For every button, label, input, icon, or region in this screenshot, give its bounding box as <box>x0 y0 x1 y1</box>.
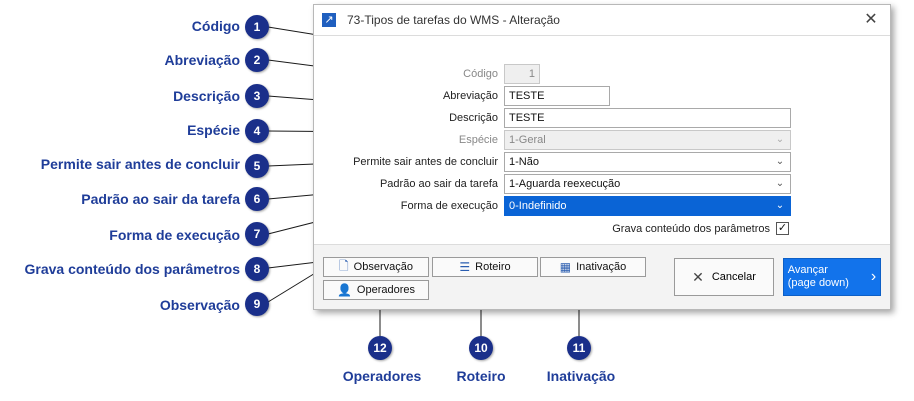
forma-select[interactable]: 0-Indefinido ⌄ <box>504 196 791 216</box>
callout-label-codigo: Código <box>191 18 240 34</box>
forma-label: Forma de execução <box>400 200 498 212</box>
dialog-title: 73-Tipos de tarefas do WMS - Alteração <box>347 13 560 27</box>
padrao-value: 1-Aguarda reexecução <box>509 178 621 190</box>
callout-badge-6: 6 <box>245 187 269 211</box>
observacao-button[interactable]: 🗋 Observação <box>323 257 429 277</box>
avancar-button[interactable]: Avançar (page down) › <box>783 258 881 296</box>
forma-value: 0-Indefinido <box>509 200 567 212</box>
calendar-icon: ▦ <box>559 260 572 274</box>
permite-value: 1-Não <box>509 156 539 168</box>
callout-label-especie: Espécie <box>187 122 240 138</box>
padrao-select[interactable]: 1-Aguarda reexecução ⌄ <box>504 174 791 194</box>
user-icon: 👤 <box>336 283 352 297</box>
inativacao-button[interactable]: ▦ Inativação <box>540 257 646 277</box>
close-icon[interactable]: ✕ <box>864 11 878 28</box>
form-area: Código 1 Abreviação TESTE Descrição TEST… <box>314 36 890 242</box>
especie-select[interactable]: 1-Geral ⌄ <box>504 130 791 150</box>
abreviacao-field[interactable]: TESTE <box>504 86 610 106</box>
arrow-icon: ↗ <box>322 13 336 27</box>
callout-label-roteiro: Roteiro <box>456 368 506 384</box>
descricao-field[interactable]: TESTE <box>504 108 791 128</box>
inativacao-button-label: Inativação <box>576 261 627 273</box>
dialog-footer: 🗋 Observação ☰ Roteiro ▦ Inativação 👤 Op… <box>314 244 890 309</box>
permite-label: Permite sair antes de concluir <box>353 156 498 168</box>
codigo-field[interactable]: 1 <box>504 64 540 84</box>
callout-badge-8: 8 <box>245 257 269 281</box>
callout-badge-9: 9 <box>245 292 269 316</box>
especie-value: 1-Geral <box>509 134 546 146</box>
callout-badge-2: 2 <box>245 48 269 72</box>
callout-label-permite: Permite sair antes de concluir <box>40 156 240 172</box>
descricao-label: Descrição <box>449 112 498 124</box>
permite-select[interactable]: 1-Não ⌄ <box>504 152 791 172</box>
callout-label-observacao: Observação <box>159 297 240 313</box>
dialog-titlebar: ↗ 73-Tipos de tarefas do WMS - Alteração… <box>314 5 890 36</box>
avancar-line2: (page down) <box>787 277 849 289</box>
cancelar-button[interactable]: ✕ Cancelar <box>674 258 774 296</box>
avancar-line1: Avançar <box>787 264 828 276</box>
document-icon: 🗋 <box>339 258 349 273</box>
chevron-down-icon: ⌄ <box>775 200 785 211</box>
callout-badge-10: 10 <box>469 336 493 360</box>
chevron-down-icon: ⌄ <box>775 134 785 145</box>
grava-checkbox[interactable]: ✓ <box>776 222 789 235</box>
callout-badge-5: 5 <box>245 154 269 178</box>
callout-badge-12: 12 <box>368 336 392 360</box>
codigo-label: Código <box>463 68 498 80</box>
callout-badge-3: 3 <box>245 84 269 108</box>
callout-label-inativacao: Inativação <box>546 368 616 384</box>
callout-badge-1: 1 <box>245 15 269 39</box>
list-icon: ☰ <box>459 260 471 274</box>
grava-label: Grava conteúdo dos parâmetros <box>612 223 770 235</box>
close-icon: ✕ <box>692 268 704 285</box>
chevron-down-icon: ⌄ <box>775 156 785 167</box>
callout-badge-4: 4 <box>245 119 269 143</box>
chevron-right-icon: › <box>870 268 877 285</box>
callout-badge-7: 7 <box>245 222 269 246</box>
callout-badge-11: 11 <box>567 336 591 360</box>
callout-label-descricao: Descrição <box>173 88 240 104</box>
roteiro-button-label: Roteiro <box>475 261 511 273</box>
callout-label-grava: Grava conteúdo dos parâmetros <box>24 261 240 277</box>
callout-label-abreviacao: Abreviação <box>164 52 240 68</box>
callout-label-padrao: Padrão ao sair da tarefa <box>81 191 240 207</box>
dialog-window: ↗ 73-Tipos de tarefas do WMS - Alteração… <box>313 4 891 310</box>
operadores-button-label: Operadores <box>356 284 416 296</box>
chevron-down-icon: ⌄ <box>775 178 785 189</box>
callout-label-forma: Forma de execução <box>109 227 240 243</box>
observacao-button-label: Observação <box>353 261 413 273</box>
roteiro-button[interactable]: ☰ Roteiro <box>432 257 538 277</box>
callout-label-operadores: Operadores <box>342 368 422 384</box>
avancar-button-text: Avançar (page down) <box>788 264 849 290</box>
padrao-label: Padrão ao sair da tarefa <box>379 178 498 190</box>
abreviacao-label: Abreviação <box>442 90 498 102</box>
cancelar-button-label: Cancelar <box>711 271 756 283</box>
operadores-button[interactable]: 👤 Operadores <box>323 280 429 300</box>
especie-label: Espécie <box>458 134 498 146</box>
